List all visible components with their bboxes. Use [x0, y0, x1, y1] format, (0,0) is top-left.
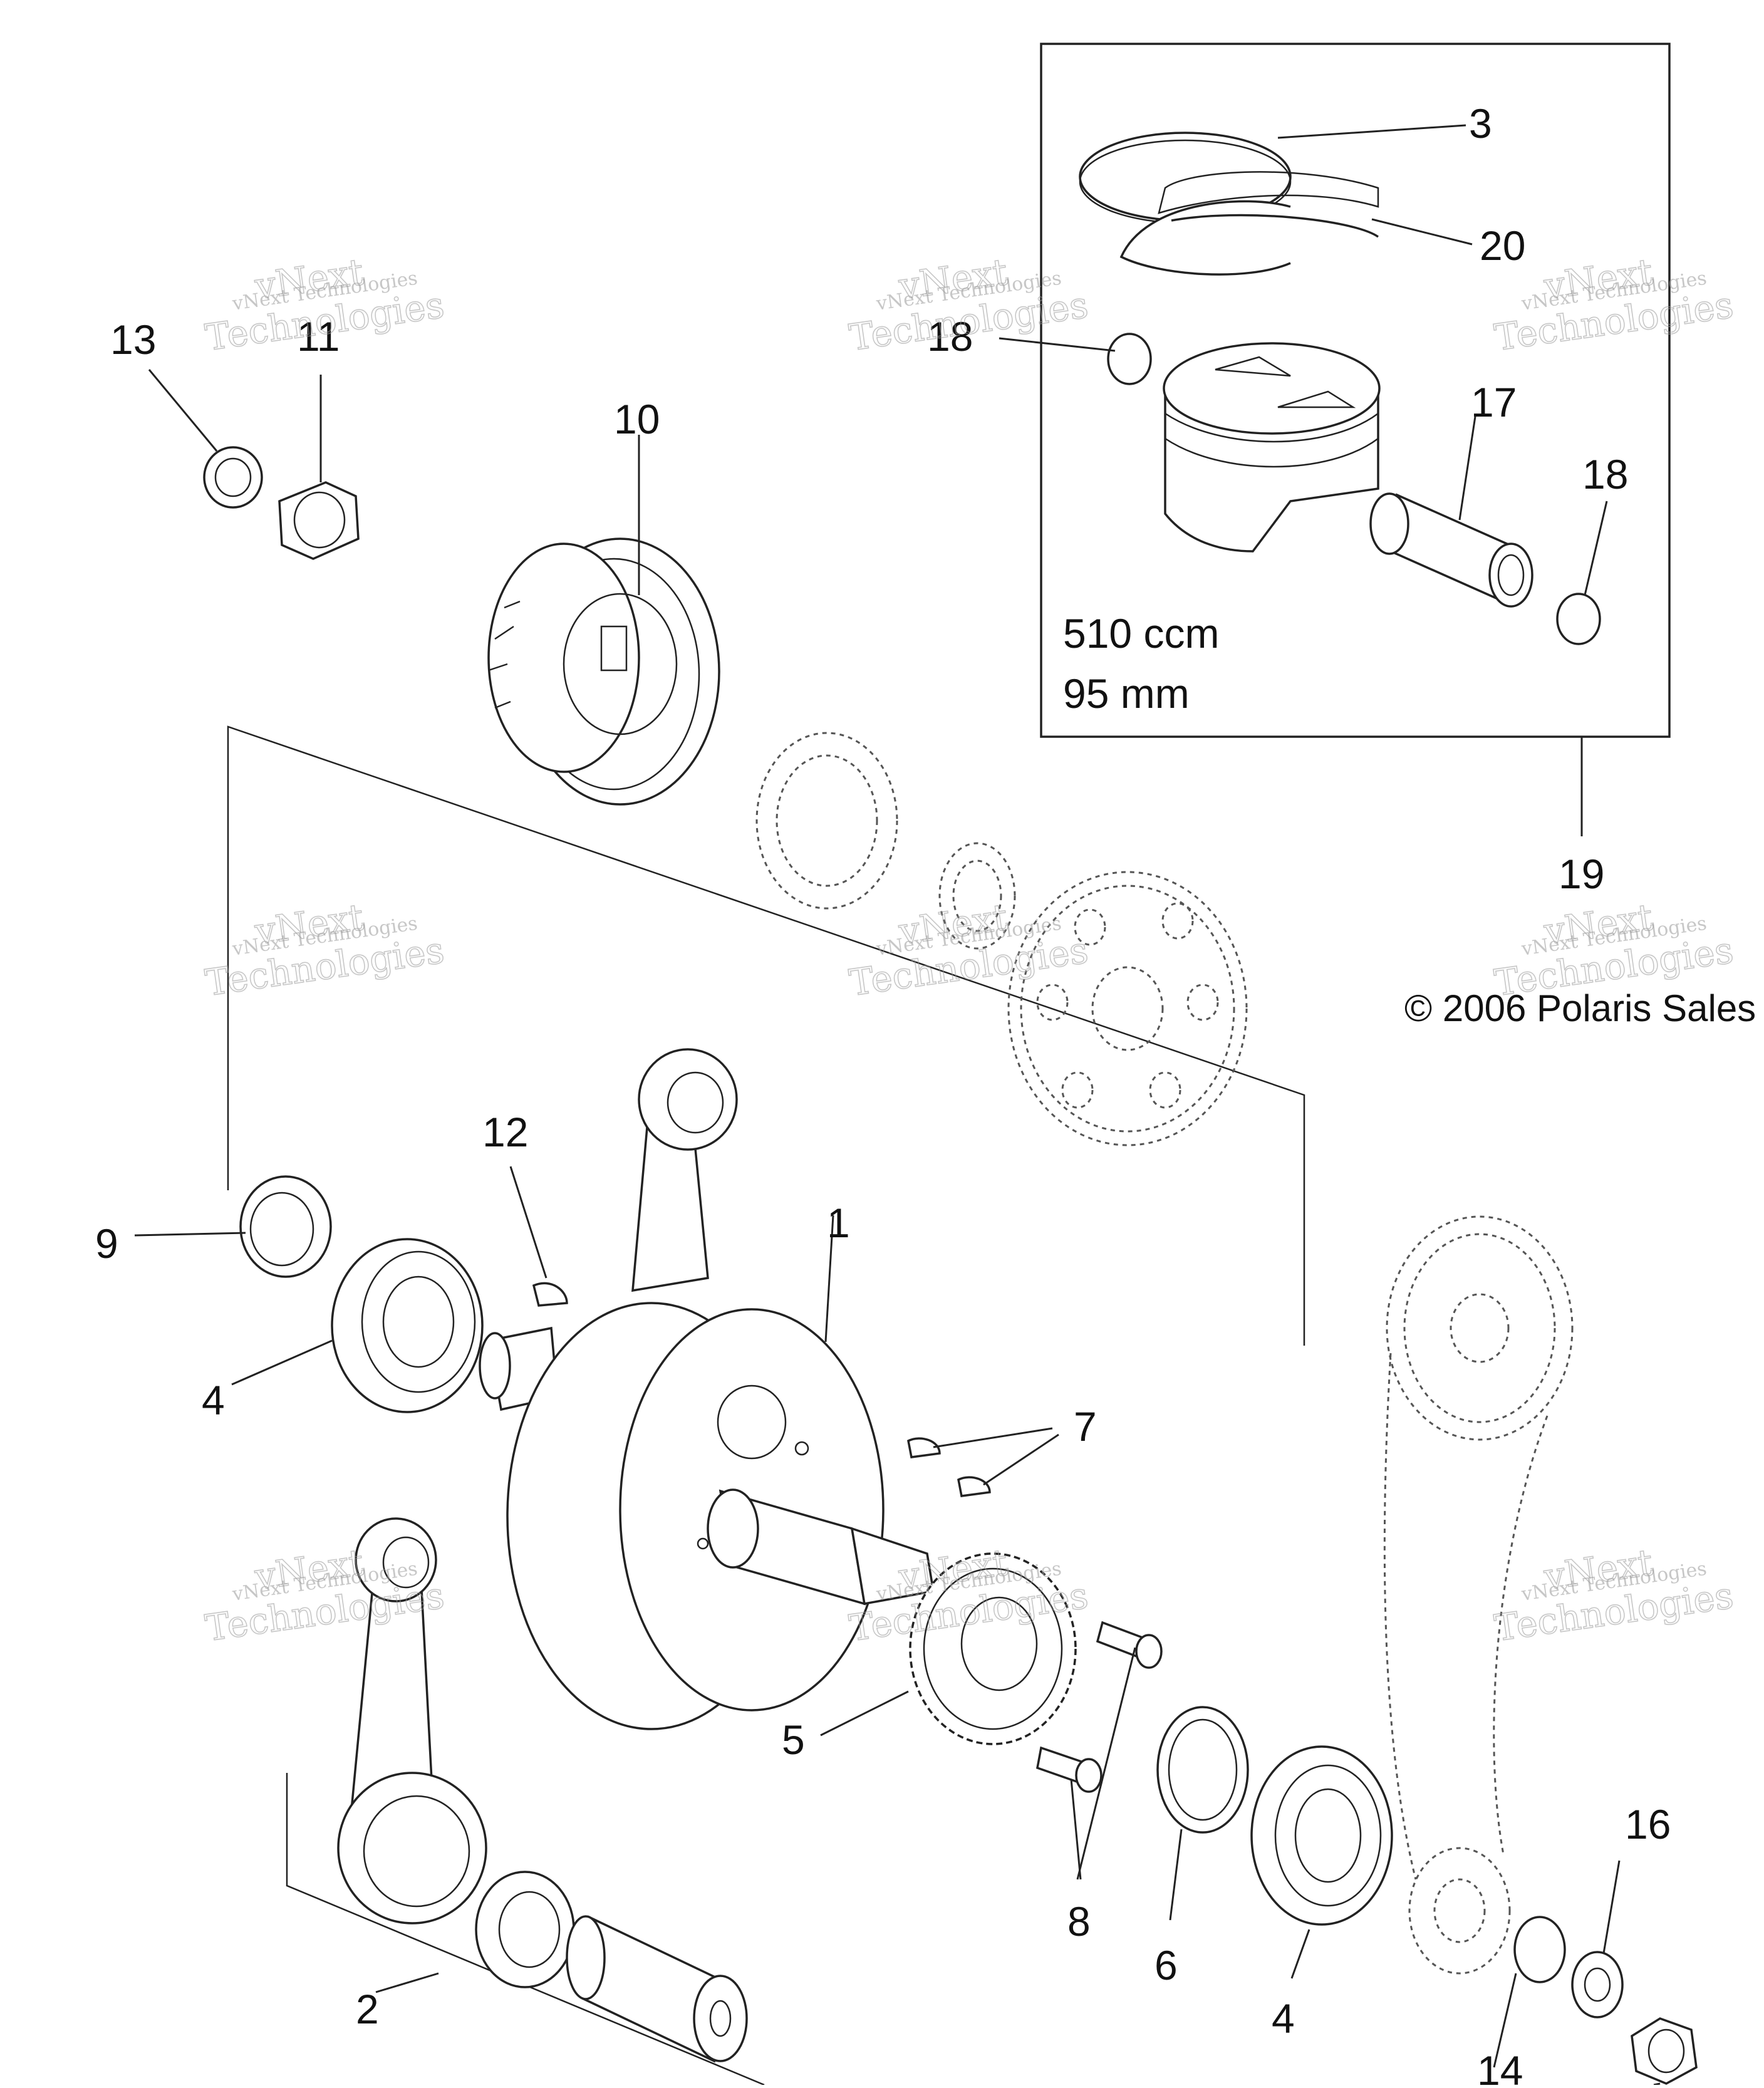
callout-11: 11	[297, 313, 340, 360]
callout-6: 6	[1154, 1942, 1178, 1988]
flywheel-nut	[278, 375, 360, 560]
callout-9: 9	[95, 1220, 118, 1267]
callout-12: 12	[482, 1109, 528, 1155]
shaft-keys	[907, 1427, 1059, 1497]
callout-18: 18	[927, 313, 973, 360]
callout-13: 13	[110, 316, 156, 363]
nut-washer	[1571, 1860, 1624, 2018]
crank-gear	[820, 1552, 1077, 1745]
callout-17: 17	[1471, 379, 1517, 425]
bore-label: 95 mm	[1063, 670, 1190, 717]
oil-seal-large	[134, 1175, 332, 1278]
main-bearing-left	[231, 1238, 484, 1413]
piston	[1163, 342, 1381, 553]
connecting-rod-kit	[286, 1517, 765, 2086]
callout-5: 5	[782, 1717, 805, 1763]
callout-8: 8	[1067, 1898, 1091, 1945]
sprocket-nut	[1631, 2017, 1698, 2086]
woodruff-key	[509, 1166, 568, 1307]
thrust-washer	[1156, 1706, 1249, 1921]
callout-19: 19	[1559, 851, 1604, 897]
callout-2: 2	[356, 1986, 379, 2032]
callout-4: 4	[202, 1377, 225, 1423]
piston-pin-clip	[1556, 593, 1601, 645]
stator-ghost	[755, 732, 1016, 950]
callout-10: 10	[614, 396, 660, 442]
gear-bolts	[1036, 1621, 1163, 1880]
flywheel	[487, 435, 720, 806]
piston-ring-second	[1119, 200, 1379, 276]
piston-pin-clip	[1107, 333, 1152, 385]
starter-gear-ghost	[1007, 871, 1248, 1146]
piston-kit-inset	[999, 43, 1671, 836]
copyright-notice: © 2006 Polaris Sales	[1404, 987, 1756, 1029]
piston-pin	[1369, 492, 1533, 608]
callout-3: 3	[1469, 100, 1492, 147]
oil-seal-small	[148, 369, 263, 509]
callout-labels: 1 2 3 4 4 5 6 7 8 9 10 11 12 13 14 16 17…	[95, 100, 1671, 2088]
callout-20: 20	[1480, 222, 1525, 269]
callout-1: 1	[827, 1200, 850, 1246]
callout-18: 18	[1582, 451, 1628, 497]
main-bearing-right	[1250, 1745, 1393, 1979]
callout-14: 14	[1477, 2047, 1523, 2085]
crankshaft	[479, 1048, 935, 1730]
circlip	[1493, 1916, 1566, 2068]
displacement-label: 510 ccm	[1063, 610, 1219, 657]
callout-16: 16	[1625, 1801, 1671, 1847]
callout-7: 7	[1074, 1403, 1097, 1450]
crankshaft-assembly-bracket	[227, 725, 1305, 1346]
callout-4: 4	[1272, 1995, 1295, 2042]
watermark: Technologies vNext vNext Technologies Te…	[202, 250, 1736, 1650]
cam-chain-ghost	[1383, 1215, 1574, 1975]
